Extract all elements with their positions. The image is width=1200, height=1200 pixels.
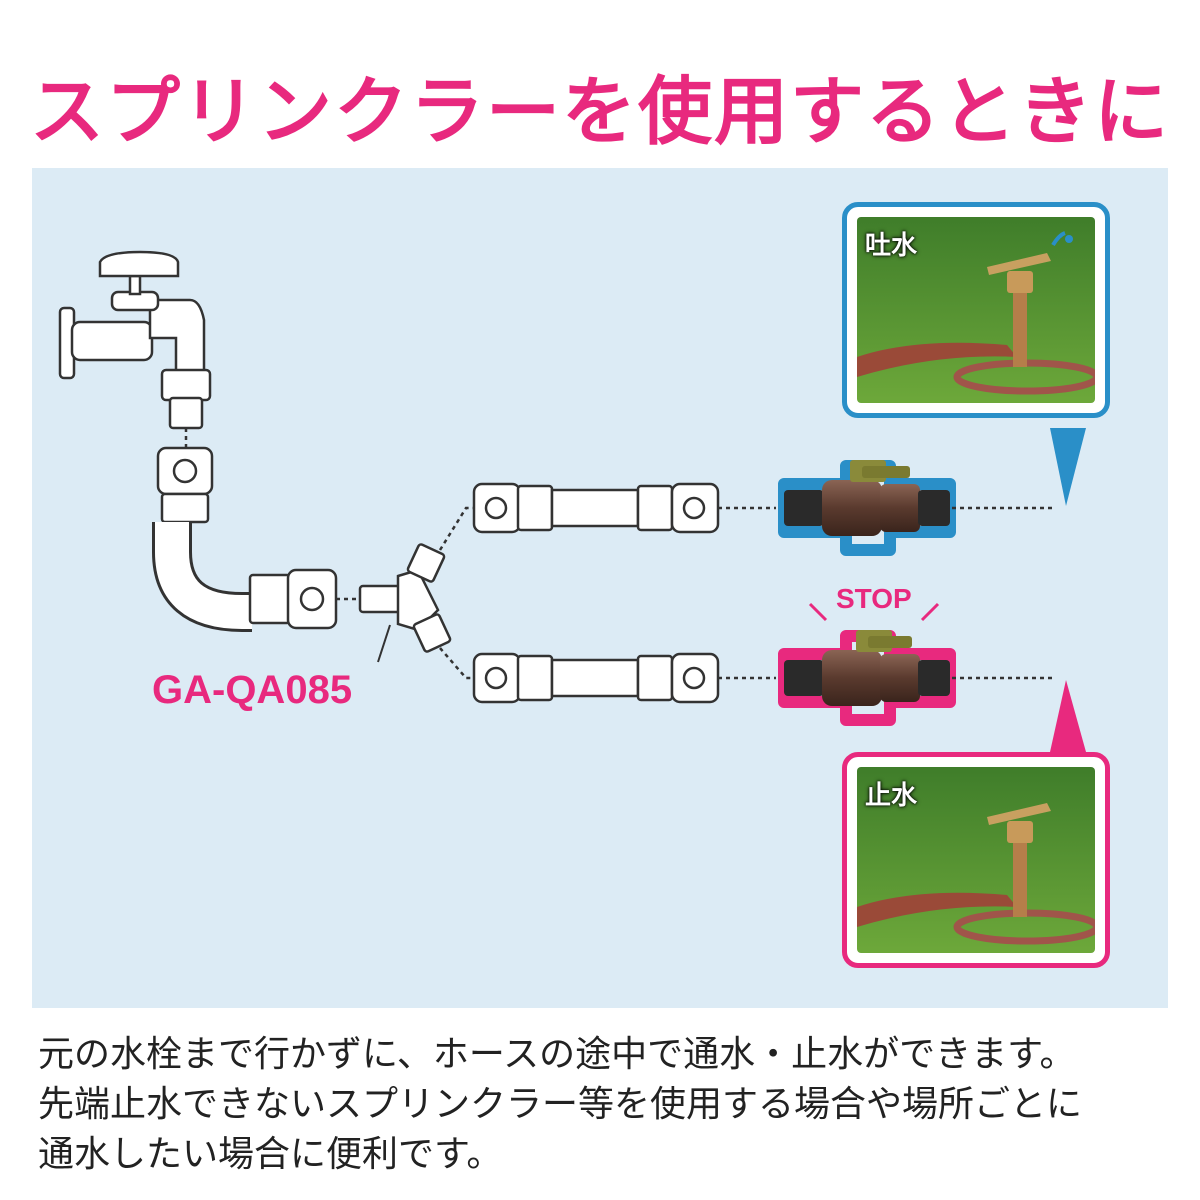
hose-coupler-icon: [156, 446, 214, 524]
photo-label-water-on: 吐水: [865, 231, 918, 261]
hose-end-coupler-icon: [248, 568, 338, 630]
stop-label: STOP: [836, 583, 912, 614]
lower-shutoff-valve-icon: [778, 630, 956, 726]
lower-short-hose-icon: [472, 652, 720, 704]
description-line: 通水したい場合に便利です。: [38, 1134, 503, 1175]
description: 元の水栓まで行かずに、ホースの途中で通水・止水ができます。 先端止水できないスプ…: [38, 1030, 1168, 1180]
stop-tick-right: [920, 602, 940, 622]
bottom-callout-pointer: [1050, 680, 1086, 752]
photo-water-on: 吐水: [842, 202, 1110, 418]
description-line: 先端止水できないスプリンクラー等を使用する場合や場所ごとに: [38, 1084, 1083, 1125]
page-title: スプリンクラーを使用するときに: [30, 69, 1170, 155]
upper-shutoff-valve-icon: [778, 460, 956, 556]
sprinkler-on-image: 吐水: [857, 217, 1095, 403]
photo-water-off: 止水: [842, 752, 1110, 968]
sprinkler-off-image: 止水: [857, 767, 1095, 953]
sprinkler-icon: [857, 217, 1095, 403]
description-line: 元の水栓まで行かずに、ホースの途中で通水・止水ができます。: [38, 1034, 1076, 1075]
top-callout-pointer: [1050, 428, 1086, 506]
model-label: GA-QA085: [152, 668, 353, 712]
upper-short-hose-icon: [472, 482, 720, 534]
stop-tick-left: [808, 602, 828, 622]
y-splitter-icon: [358, 543, 452, 653]
sprinkler-icon-off: [857, 767, 1095, 953]
photo-label-water-off: 止水: [865, 781, 918, 811]
faucet-icon: [58, 250, 212, 430]
